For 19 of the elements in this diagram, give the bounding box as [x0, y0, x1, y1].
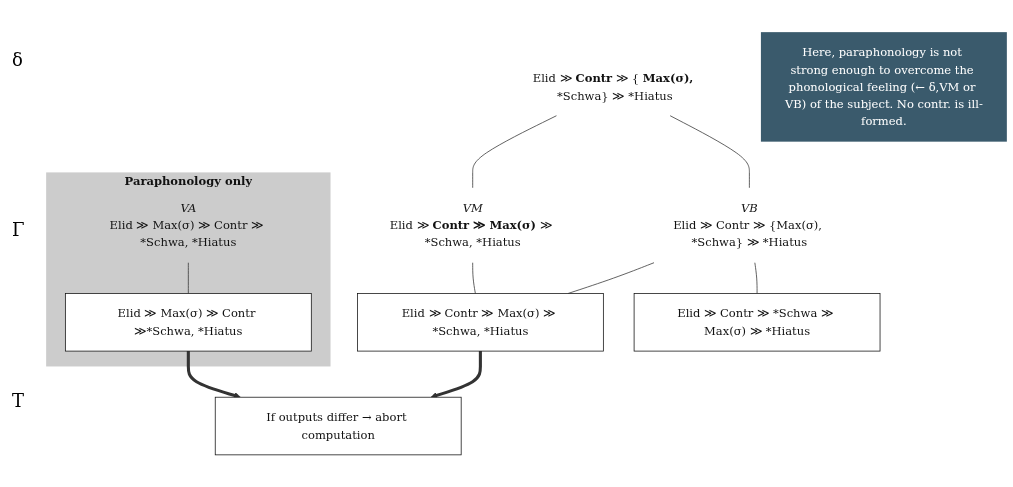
- connector: [754, 262, 758, 294]
- node-box: Here, paraphonology is not strong enough to overcome the phonological feeling (← δ,VM or VB) of the subject. No contr. is ill-formed.: [760, 32, 1007, 142]
- level-label: δ: [12, 48, 23, 70]
- node-box: If outputs differ → abort computation: [214, 396, 462, 456]
- arrow: [430, 351, 482, 399]
- connector: [472, 262, 476, 294]
- node-text: Elid ≫ Contr ≫ { Max(σ), *Schwa} ≫ *Hiatus: [532, 71, 694, 103]
- level-label: T: [12, 389, 24, 411]
- connector: [472, 115, 557, 189]
- node-text: VA Elid ≫ Max(σ) ≫ Contr ≫ *Schwa, *Hiatus: [109, 200, 264, 250]
- node-box: Elid ≫ Max(σ) ≫ Contr ≫*Schwa, *Hiatus: [64, 293, 312, 352]
- node-box: Elid ≫ Contr ≫ *Schwa ≫ Max(σ) ≫ *Hiatus: [633, 293, 881, 352]
- arrow: [186, 351, 241, 399]
- connector: [669, 115, 750, 189]
- node-text: VM Elid ≫ Contr ≫ Max(σ) ≫ *Schwa, *Hiatus: [389, 200, 552, 250]
- node-text: VB Elid ≫ Contr ≫ {Max(σ), *Schwa} ≫ *Hiatus: [673, 200, 822, 250]
- connector: [187, 262, 189, 294]
- node-box: Elid ≫ Contr ≫ Max(σ) ≫ *Schwa, *Hiatus: [357, 293, 604, 352]
- level-label: Γ: [12, 219, 25, 241]
